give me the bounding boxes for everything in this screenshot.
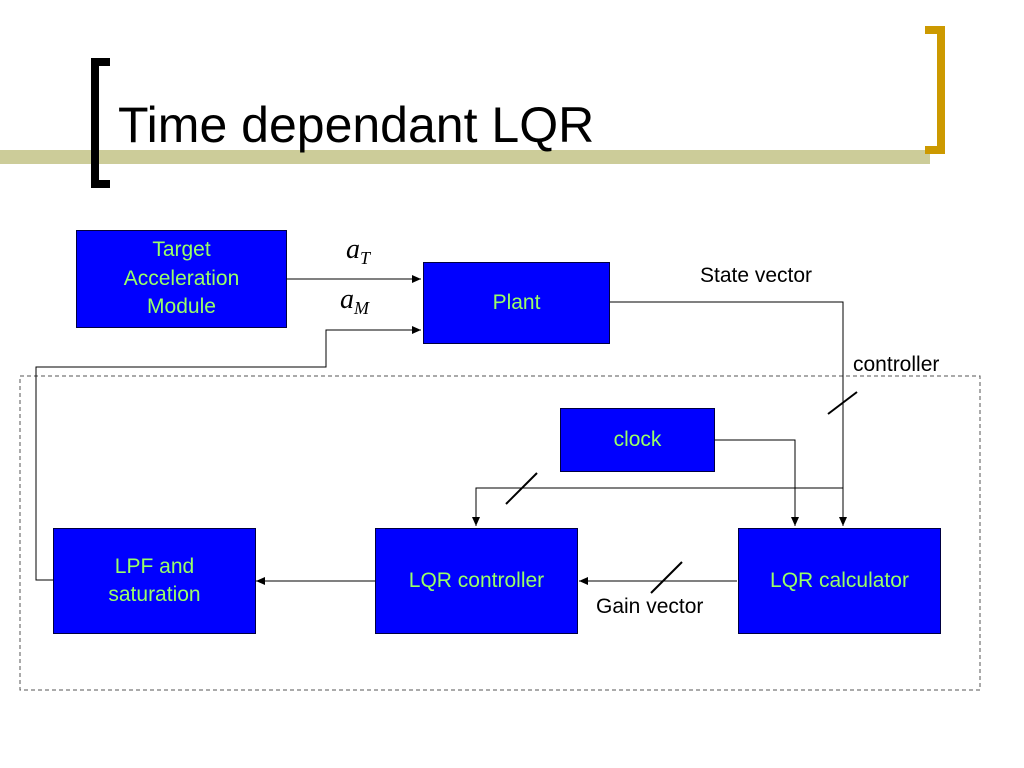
state-vector-label: State vector: [700, 264, 813, 287]
gain-vector-slash: [650, 561, 683, 594]
aM-feedback-line: [35, 326, 421, 581]
controller-label: controller: [853, 353, 940, 376]
aT-base: a: [346, 234, 360, 265]
title-bar: [0, 150, 930, 164]
plant-label: Plant: [492, 290, 541, 314]
aT-label: aT: [346, 234, 371, 268]
lpf-line-2: saturation: [108, 583, 201, 606]
target-acceleration-module-block: Target Acceleration Module: [76, 230, 287, 328]
aM-sub: M: [354, 298, 369, 318]
aT-sub: T: [360, 248, 371, 268]
lqr-calculator-label: LQR calculator: [770, 568, 909, 592]
lqr-calculator-block: LQR calculator: [738, 528, 941, 634]
aM-label: aM: [340, 284, 369, 318]
lqr-controller-label: LQR controller: [408, 568, 545, 592]
page-title: Time dependant LQR: [118, 97, 595, 153]
state-vector-line: [610, 301, 847, 526]
lpf-saturation-block: LPF and saturation: [53, 528, 256, 634]
target-line-3: Module: [147, 295, 216, 319]
clock-label: clock: [613, 427, 662, 451]
clock-line: [715, 439, 799, 526]
lpf-line-1: LPF and: [114, 554, 195, 578]
controller-boundary: [19, 375, 981, 691]
left-bracket: [91, 58, 110, 188]
gain-vector-label: Gain vector: [596, 595, 704, 618]
state-vector-slash: [827, 391, 858, 415]
plant-block: Plant: [423, 262, 610, 344]
target-line-1: Target: [152, 238, 211, 262]
aM-base: a: [340, 284, 354, 315]
clock-block: clock: [560, 408, 715, 472]
target-line-2: Acceleration: [123, 266, 240, 290]
right-bracket: [925, 26, 945, 154]
state-branch-line: [472, 487, 843, 526]
state-branch-slash: [505, 472, 538, 505]
lqr-controller-block: LQR controller: [375, 528, 578, 634]
